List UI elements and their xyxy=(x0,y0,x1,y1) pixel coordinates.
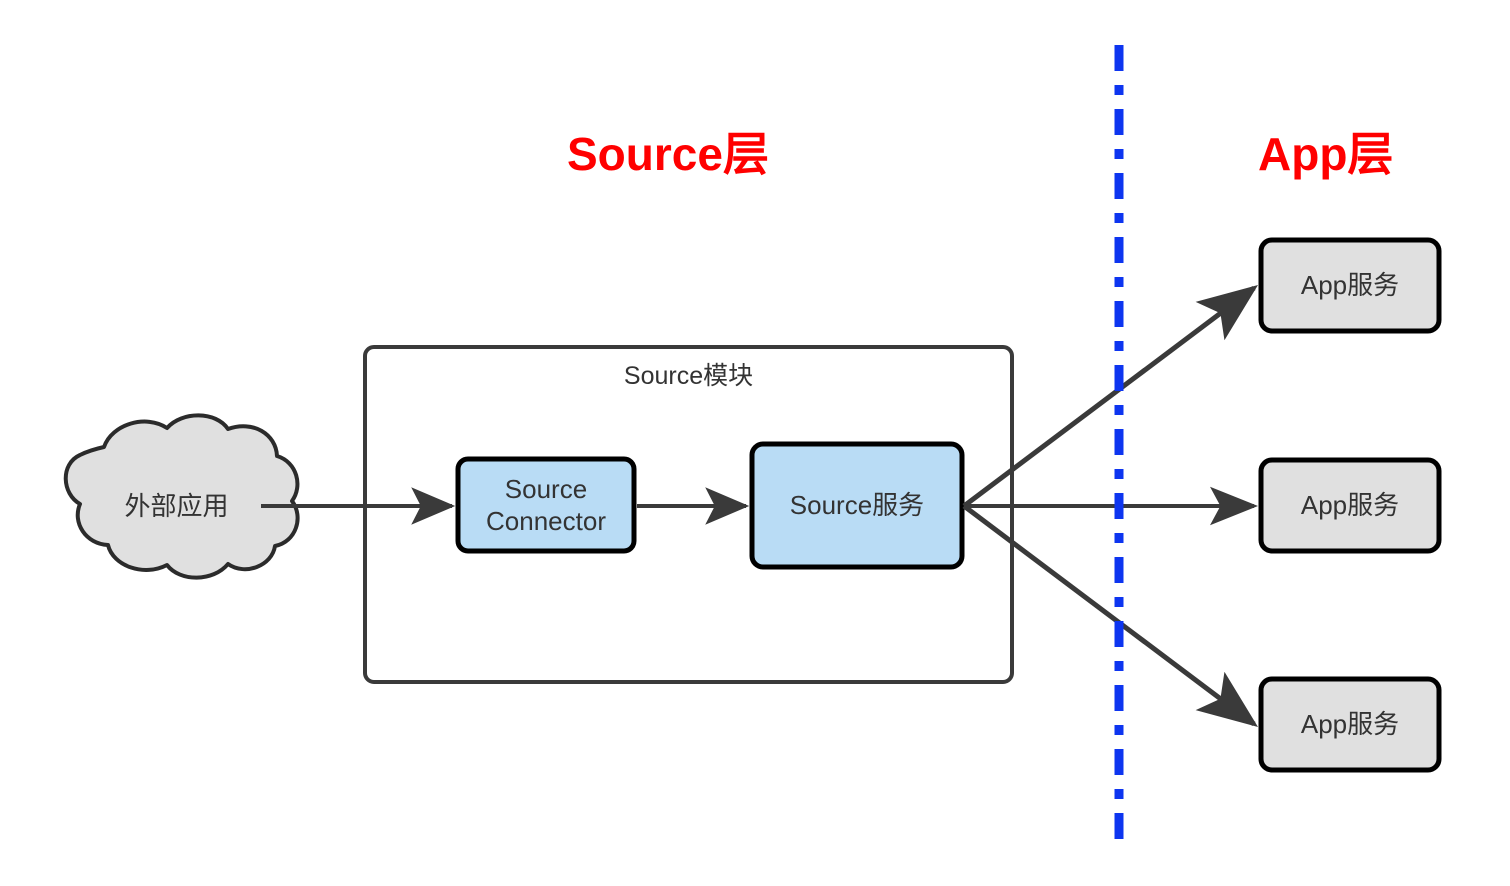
arrow-service-to-app-3 xyxy=(962,504,1258,728)
source-layer-title: Source层 xyxy=(567,128,769,180)
arrow-service-to-app-1 xyxy=(962,284,1258,508)
source-service-box[interactable] xyxy=(749,441,965,570)
external-app-cloud xyxy=(63,413,300,580)
app-service-box-2[interactable] xyxy=(1258,457,1442,554)
app-service-box-1[interactable] xyxy=(1258,237,1442,334)
source-module-caption: Source模块 xyxy=(623,362,754,390)
app-layer-title: App层 xyxy=(1258,128,1394,180)
app-service-box-3[interactable] xyxy=(1258,676,1442,773)
source-connector-box[interactable] xyxy=(455,456,637,554)
source-module-container xyxy=(363,345,1014,684)
